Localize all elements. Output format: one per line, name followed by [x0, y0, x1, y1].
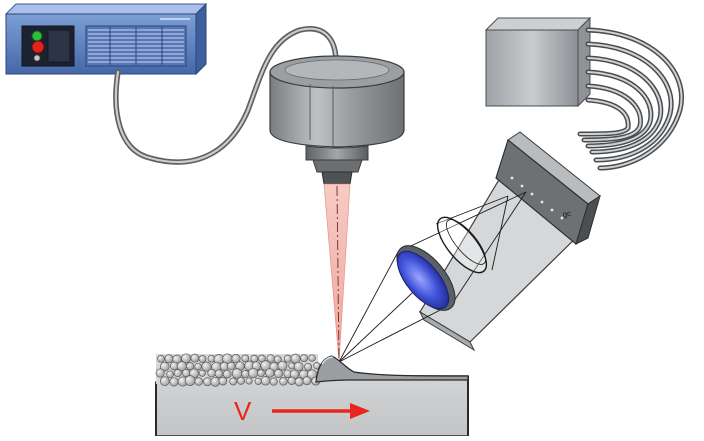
- powder-particle: [214, 369, 224, 378]
- powder-particle: [241, 354, 250, 363]
- powder-particle: [222, 369, 232, 379]
- powder-particle: [218, 376, 228, 386]
- powder-particle: [166, 370, 174, 379]
- powder-particle: [237, 376, 245, 385]
- powder-particle: [279, 377, 288, 386]
- powder-particle: [247, 367, 259, 379]
- focusing-lens: [396, 245, 456, 311]
- powder-particle: [294, 377, 304, 387]
- velocity-arrow-head: [350, 403, 370, 419]
- powder-particle: [257, 369, 265, 377]
- powder-particle: [210, 376, 221, 387]
- powder-particle: [229, 377, 238, 386]
- fiber-bundle: [577, 27, 684, 171]
- powder-particle: [269, 377, 278, 386]
- powder-particle: [201, 361, 212, 372]
- powder-particle: [186, 362, 195, 371]
- velocity-label: V: [234, 396, 252, 426]
- powder-particle: [302, 376, 312, 386]
- powder-particle: [245, 377, 253, 385]
- powder-particle: [254, 377, 262, 385]
- powder-particle: [283, 354, 292, 363]
- powder-particle: [300, 354, 309, 363]
- display-screen: [47, 29, 71, 63]
- melt-pool: [315, 355, 469, 383]
- powder-particle: [198, 369, 206, 377]
- powder-particle: [273, 369, 284, 379]
- powder-particle: [260, 376, 271, 386]
- powder-particle: [160, 361, 170, 372]
- powder-particle: [308, 354, 316, 362]
- laser-beam: [323, 183, 351, 363]
- substrate: [155, 375, 469, 437]
- powder-particle: [287, 376, 296, 385]
- powder-particle: [184, 375, 196, 386]
- powder-particle: [304, 362, 313, 371]
- powder-particle: [203, 377, 212, 387]
- optical-sensor: gc: [418, 131, 601, 352]
- powder-particle: [273, 355, 282, 364]
- powder-particle: [231, 354, 241, 364]
- powder-particle: [164, 354, 174, 364]
- powder-particle: [250, 354, 259, 363]
- sensor-box: [484, 16, 592, 108]
- powder-particle: [198, 355, 207, 363]
- powder-particle: [169, 377, 179, 387]
- powder-particle: [277, 360, 288, 371]
- powder-particle: [207, 368, 216, 378]
- powder-layer: [155, 353, 321, 387]
- collimating-lens: [436, 216, 488, 274]
- velocity-indicator: V: [234, 396, 370, 426]
- powder-particle: [265, 368, 275, 378]
- key-switch-icon: [33, 54, 41, 62]
- powder-particle: [155, 368, 165, 378]
- ventilation-grille: [85, 25, 187, 67]
- laser-source-unit: [4, 2, 208, 76]
- powder-particle: [173, 369, 182, 378]
- powder-particle: [227, 361, 236, 371]
- powder-particle: [159, 376, 170, 387]
- powder-particle: [190, 353, 200, 363]
- powder-particle: [293, 361, 304, 372]
- powder-particle: [241, 369, 250, 379]
- powder-particle: [194, 377, 203, 386]
- start-button: [31, 30, 43, 42]
- powder-particle: [157, 355, 165, 363]
- stop-button: [31, 40, 45, 54]
- scanner-head: [269, 55, 405, 185]
- sensor-mark: gc: [562, 209, 572, 219]
